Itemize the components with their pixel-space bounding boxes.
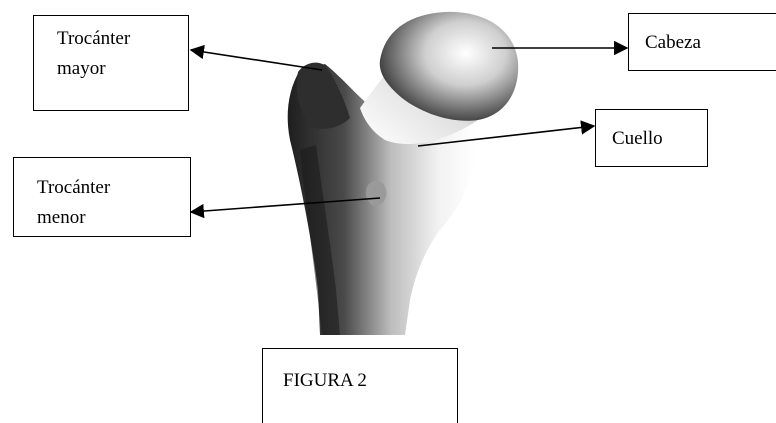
label-trocanter-menor-line-2: menor [37,207,86,228]
label-trocanter-menor-line-1: Trocánter [37,177,111,198]
arrow-trocanter-mayor [189,44,323,71]
greater-trochanter [296,62,350,129]
arrow-cuello [417,120,596,147]
label-cuello-text: Cuello [612,128,663,149]
arrow-trocanter-menor [189,197,381,219]
label-trocanter-mayor-line-1: Trocánter [57,28,131,49]
shaft-shadow [300,145,340,335]
label-trocanter-mayor-line-2: mayor [57,58,106,79]
label-trocanter-mayor: Trocánter mayor [33,15,189,111]
femur-head [379,11,519,121]
label-cabeza: Cabeza [628,13,776,71]
figure-caption-box: FIGURA 2 [262,348,458,423]
label-cabeza-text: Cabeza [645,32,701,53]
figure-caption: FIGURA 2 [283,370,367,391]
label-trocanter-menor: Trocánter menor [13,157,191,237]
label-cuello: Cuello [595,109,708,167]
femur-bone [287,11,519,335]
pointer-arrows [189,40,629,219]
